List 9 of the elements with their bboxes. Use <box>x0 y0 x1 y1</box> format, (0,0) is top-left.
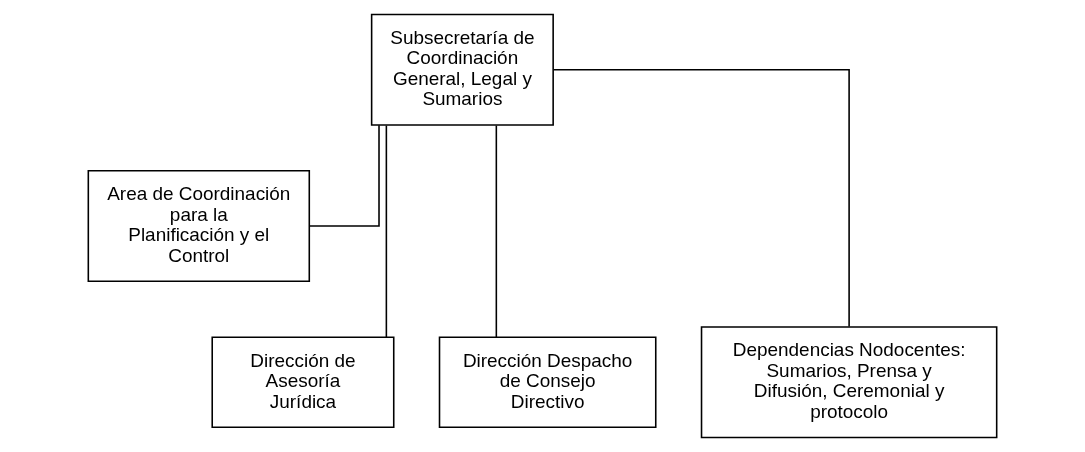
connector <box>385 124 388 338</box>
node-box: Dirección de Asesoría Jurídica <box>211 336 395 429</box>
node-box: Dirección Despacho de Consejo Directivo <box>438 336 657 429</box>
connector <box>552 68 850 328</box>
node-box: Subsecretaría de Coordinación General, Legal y Sumarios <box>370 13 554 126</box>
node-box: Area de Coordinación para la Planificación y el Control <box>87 169 311 283</box>
node-box: Dependencias Nodocentes: Sumarios, Prensa y Difusión, Ceremonial y protocolo <box>700 326 998 439</box>
connector <box>308 124 380 227</box>
connector <box>495 124 498 338</box>
